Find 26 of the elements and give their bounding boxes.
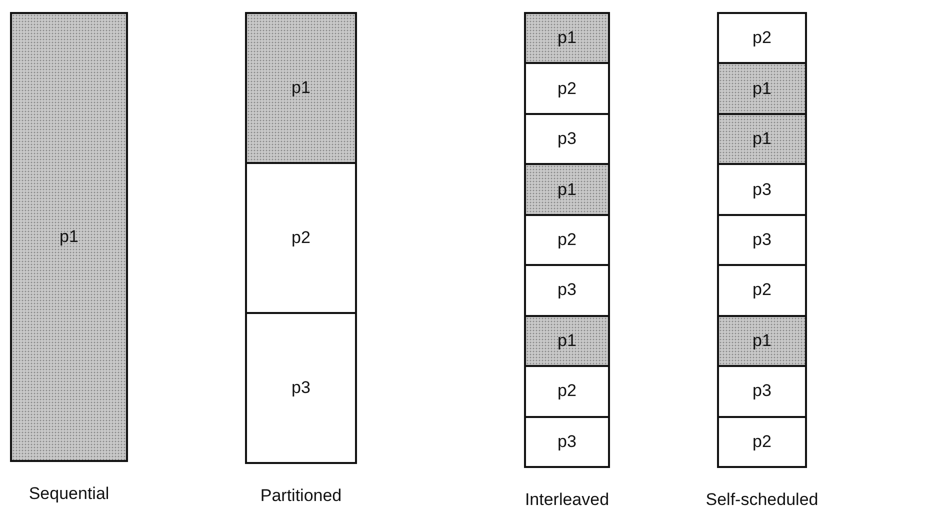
task-cell: p2: [524, 214, 610, 266]
task-cell: p3: [717, 163, 807, 216]
task-cell: p1: [717, 112, 807, 166]
task-cell: p3: [717, 365, 807, 418]
task-cell: p2: [245, 162, 357, 314]
task-cell: p1: [10, 12, 128, 462]
task-cell: p3: [717, 214, 807, 266]
task-cell: p1: [524, 314, 610, 368]
task-cell: p3: [524, 112, 610, 166]
column-caption: Self-scheduled: [706, 490, 818, 510]
task-cell: p3: [524, 264, 610, 317]
task-cell: p1: [245, 12, 357, 164]
column-caption: Interleaved: [524, 490, 610, 510]
task-cell: p2: [524, 365, 610, 418]
column-caption: Partitioned: [260, 486, 342, 506]
column-caption: Sequential: [28, 484, 110, 504]
task-cell: p2: [717, 264, 807, 317]
task-cell: p2: [717, 416, 807, 468]
task-cell: p3: [524, 416, 610, 468]
task-cell: p1: [717, 314, 807, 368]
task-cell: p2: [717, 12, 807, 64]
task-cell: p3: [245, 312, 357, 464]
task-cell: p1: [524, 163, 610, 216]
task-cell: p2: [524, 62, 610, 115]
task-cell: p1: [524, 12, 610, 64]
task-cell: p1: [717, 62, 807, 115]
